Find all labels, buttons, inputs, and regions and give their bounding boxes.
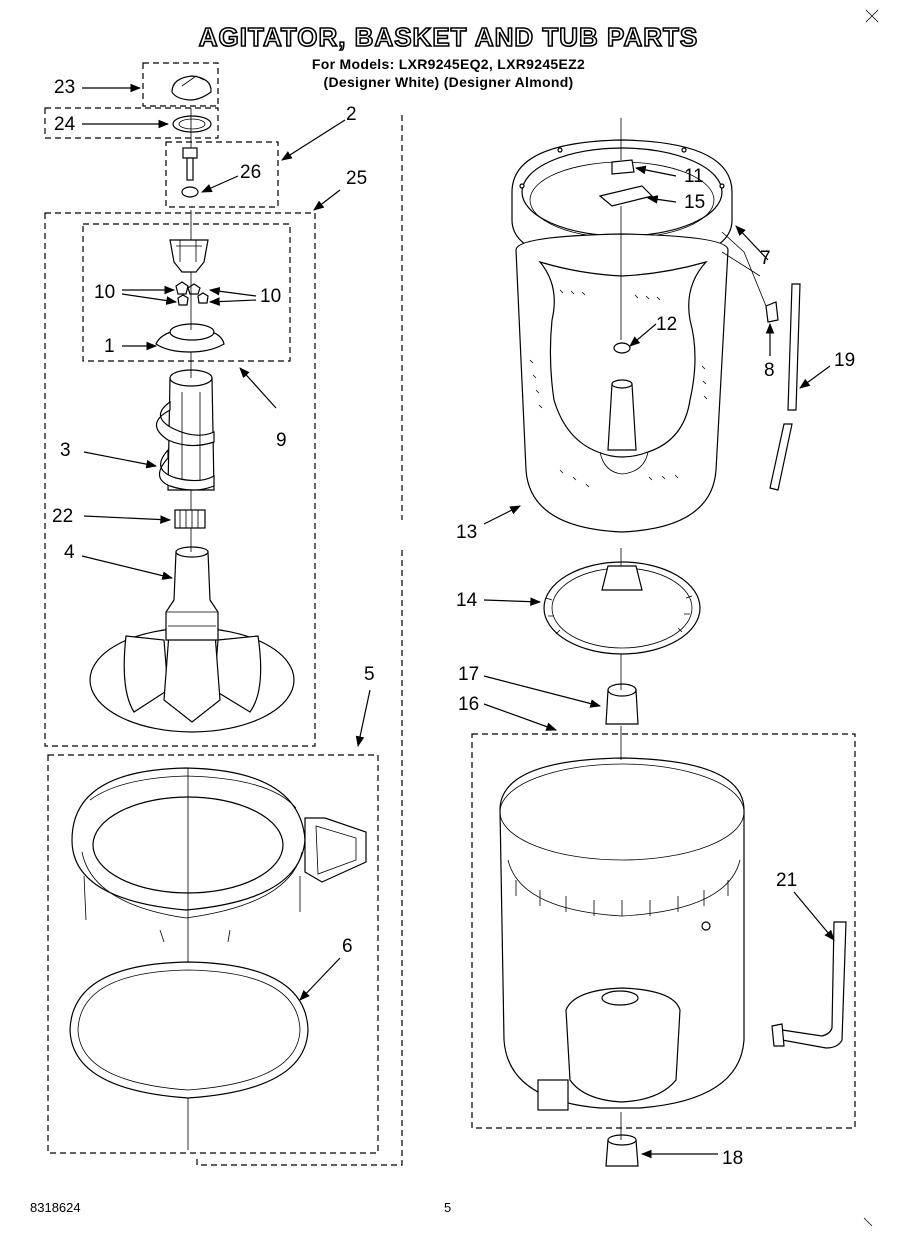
- box-part-5: [47, 754, 379, 1154]
- callout-18: 18: [722, 1148, 743, 1169]
- corner-mark: [865, 9, 879, 23]
- box-part-16: [471, 733, 856, 1129]
- callout-5: 5: [364, 664, 375, 685]
- box-part-23: [142, 62, 219, 107]
- callout-12: 12: [656, 314, 677, 335]
- callout-21: 21: [776, 870, 797, 891]
- doc-number: 8318624: [30, 1200, 81, 1215]
- cam-assembly: [169, 239, 209, 273]
- dogs: [175, 281, 209, 306]
- agitator-cap: [171, 75, 212, 101]
- drive-block: [605, 683, 639, 725]
- outer-tub: [499, 757, 745, 1111]
- callout-2: 2: [346, 104, 357, 125]
- callout-26: 26: [240, 162, 261, 183]
- callout-7: 7: [760, 248, 771, 269]
- wash-basket: [515, 233, 729, 533]
- callout-25: 25: [346, 168, 367, 189]
- callout-19: 19: [834, 350, 855, 371]
- tub-ring-gasket: [69, 961, 309, 1099]
- callout-11: 11: [684, 166, 704, 187]
- bearing-ring: [174, 509, 206, 529]
- box-part-2: [165, 141, 279, 208]
- overflow-hose-lower: [769, 423, 793, 491]
- overflow-hose-upper: [787, 283, 801, 411]
- callout-14: 14: [456, 590, 478, 611]
- tub-ring: [71, 767, 367, 943]
- callout-23: 23: [54, 77, 75, 98]
- callout-8: 8: [764, 360, 775, 381]
- models-line: For Models: LXR9245EQ2, LXR9245EZ2: [311, 56, 586, 72]
- drain-clip: [765, 301, 779, 323]
- divider-line: [196, 115, 403, 1166]
- leader-arrows: [81, 83, 835, 1159]
- left-centerline: [187, 108, 192, 1150]
- callout-13: 13: [456, 522, 477, 543]
- leader-7: [721, 231, 767, 307]
- basket-clip: [611, 159, 635, 175]
- agitator-bolt: [181, 147, 199, 198]
- callout-10-left: 10: [94, 282, 115, 303]
- callout-4: 4: [64, 542, 75, 563]
- box-part-9: [82, 223, 291, 362]
- cap-seal-ring: [172, 115, 212, 133]
- agitator-base: [89, 546, 295, 733]
- box-part-24: [44, 107, 219, 139]
- page-title: AGITATOR, BASKET AND TUB PARTS: [198, 21, 699, 53]
- callout-24: 24: [54, 114, 76, 135]
- corner-mark: [863, 1217, 873, 1227]
- callout-22: 22: [52, 506, 73, 527]
- cap-seal-ring-inner: [178, 118, 206, 130]
- callout-6: 6: [342, 936, 353, 957]
- callout-15: 15: [684, 192, 705, 213]
- callout-10-right: 10: [260, 286, 281, 307]
- variants-line: (Designer White) (Designer Almond): [323, 74, 574, 90]
- tub-bushing: [605, 1134, 639, 1167]
- callout-16: 16: [458, 694, 479, 715]
- drive-bell: [543, 561, 701, 655]
- box-part-25: [44, 212, 316, 747]
- callout-1: 1: [104, 336, 115, 357]
- dog-retainer: [155, 323, 225, 353]
- page-number: 5: [444, 1200, 452, 1215]
- callout-3: 3: [60, 440, 71, 461]
- pump-hose: [771, 921, 847, 1049]
- callout-17: 17: [458, 664, 479, 685]
- agitator-barrel: [155, 369, 215, 491]
- callout-9: 9: [276, 430, 287, 451]
